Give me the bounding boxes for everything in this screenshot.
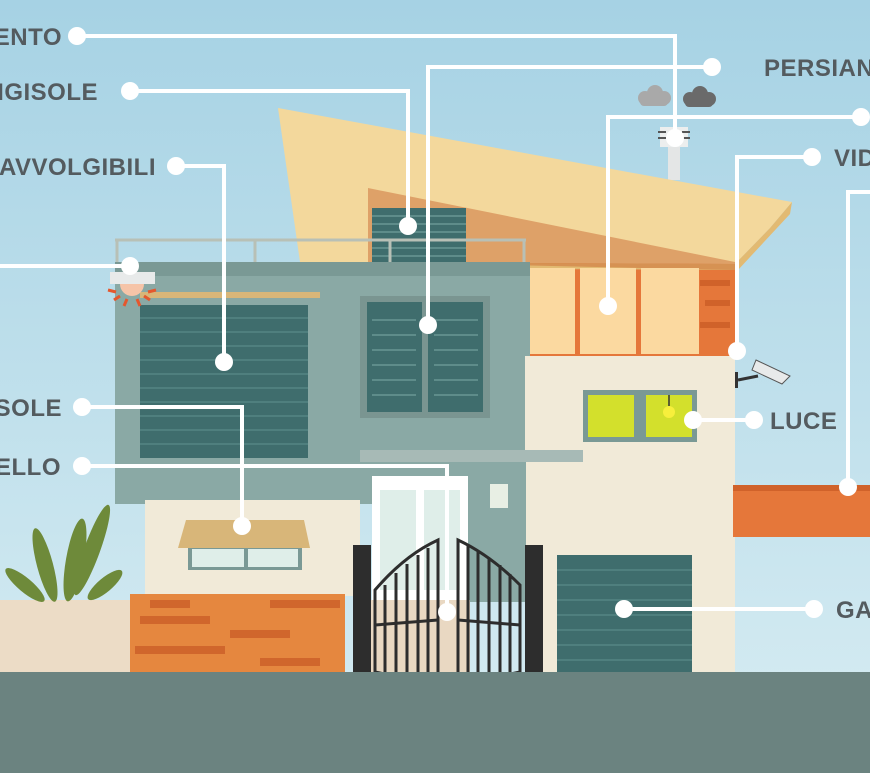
sunshade-louvers [372, 208, 466, 262]
callout-dots [68, 27, 870, 621]
side-wall [0, 600, 130, 672]
cloud-icon [638, 85, 671, 106]
security-camera-icon [735, 359, 791, 388]
label-video: VID [834, 145, 870, 172]
bulb-icon [663, 395, 675, 418]
label-sole: SOLE [0, 395, 62, 422]
label-cancello: ELLO [0, 454, 61, 481]
ground [0, 672, 870, 773]
cloud-icon [683, 86, 716, 107]
gate [353, 537, 543, 687]
light-window [583, 390, 697, 442]
label-frangisole: NGISOLE [0, 79, 98, 106]
window-shutters [367, 302, 483, 412]
label-persiane: PERSIAN [764, 55, 870, 82]
callout-lines [0, 34, 870, 612]
plant [5, 504, 123, 602]
label-garage: GA [836, 597, 870, 624]
brick-wall [130, 594, 345, 672]
light-bar [140, 292, 320, 298]
label-vento: ENTO [0, 24, 62, 51]
main-block-top [115, 262, 530, 276]
balcony-railing [115, 238, 526, 262]
label-luce: LUCE [770, 408, 837, 435]
alarm-light-icon [107, 272, 157, 307]
label-avvolgibili: AVVOLGIBILI [0, 154, 156, 181]
